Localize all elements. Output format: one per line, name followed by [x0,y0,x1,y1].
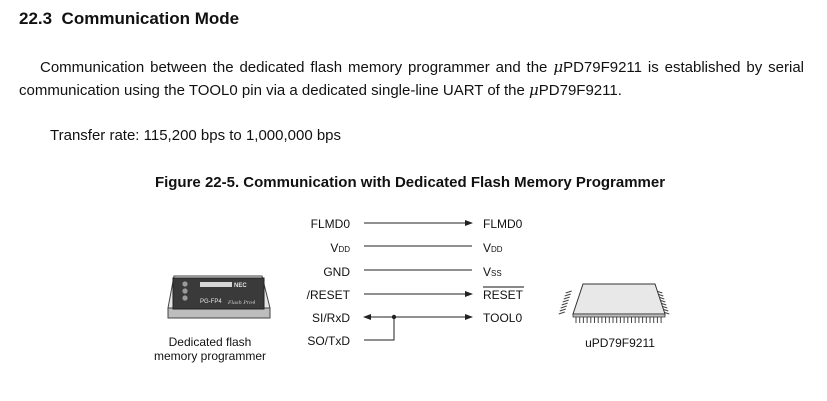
wire-so-txd [364,317,395,341]
programmer-brand: NEC [234,283,247,289]
chip-pin [564,293,571,297]
left-signal-si-rxd: SI/RxD [312,311,350,325]
section-title: Communication Mode [61,9,240,28]
left-signal-vdd: VDD [330,241,350,255]
left-signal-so-txd: SO/TxD [307,334,350,348]
section-heading: 22.3 Communication Mode [19,9,239,29]
flash-programmer-image: NEC PG-FP4 Flash Pro4 [167,275,271,319]
programmer-led-icon [182,295,188,301]
chip-pin [560,305,567,309]
right-signal-tool0: TOOL0 [483,311,522,325]
paragraph-part2: PD79F9211 is established by serial commu… [19,59,804,99]
junction-dot [391,314,397,320]
mu-symbol: μ [553,58,564,76]
programmer-led-icon [182,288,188,294]
left-signal-flmd0: FLMD0 [311,217,351,231]
chip-pin [565,290,572,294]
chip-pin [563,296,570,300]
paragraph-part1: Communication between the dedicated flas… [40,59,554,76]
programmer-label: PG-FP4 [200,299,222,305]
chip-pin [562,299,569,303]
programmer-script-logo: Flash Pro4 [227,300,255,306]
right-signal-flmd0: FLMD0 [483,217,523,231]
right-signal-reset: RESET [483,288,524,302]
body-paragraph: Communication between the dedicated flas… [19,56,804,102]
microcontroller-chip-icon [558,283,670,323]
chip-pin [558,311,565,315]
paragraph-part3: PD79F9211. [538,82,622,99]
right-signal-vss: VSS [483,265,502,279]
left-signal-reset: /RESET [307,288,351,302]
right-signal-vdd: VDD [483,241,503,255]
mu-symbol-2: μ [529,81,539,99]
left-signal-gnd: GND [323,265,350,279]
chip-pin [561,302,568,306]
programmer-led-icon [182,281,188,287]
programmer-caption: Dedicated flash memory programmer [153,335,267,363]
section-number: 22.3 [19,9,53,28]
programmer-display [200,282,232,287]
chip-pin [559,308,566,312]
transfer-rate: Transfer rate: 115,200 bps to 1,000,000 … [50,127,342,144]
figure-title: Figure 22-5. Communication with Dedicate… [154,174,666,191]
device-caption: uPD79F9211 [585,336,655,350]
